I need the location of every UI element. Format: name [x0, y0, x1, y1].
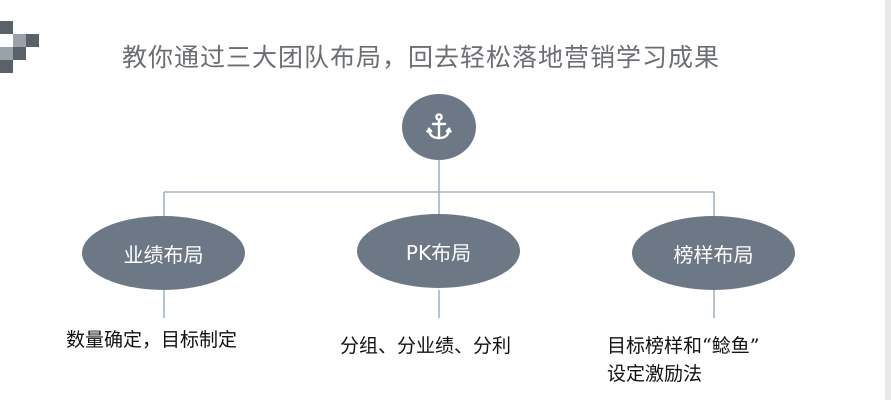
- desc-pk: 分组、分业绩、分利: [340, 332, 511, 360]
- node-role-model-layout: 榜样布局: [632, 216, 795, 290]
- node-label: 榜样布局: [673, 242, 754, 267]
- page-title: 教你通过三大团队布局，回去轻松落地营销学习成果: [122, 43, 721, 72]
- desc-line: 分组、分业绩、分利: [340, 335, 512, 357]
- desc-role-model: 目标榜样和“鲶鱼” 设定激励法: [607, 332, 759, 388]
- desc-line: 目标榜样和“鲶鱼”: [607, 335, 760, 357]
- desc-performance: 数量确定，目标制定: [66, 326, 237, 354]
- node-performance-layout: 业绩布局: [82, 216, 245, 290]
- desc-line: 数量确定，目标制定: [66, 329, 238, 351]
- node-label: PK布局: [405, 240, 472, 265]
- node-label: 业绩布局: [123, 242, 204, 267]
- anchor-icon: [426, 113, 452, 140]
- desc-line: 设定激励法: [607, 363, 703, 385]
- hub-circle: [402, 94, 476, 160]
- slide-edge: [885, 0, 891, 400]
- node-pk-layout: PK布局: [357, 214, 520, 288]
